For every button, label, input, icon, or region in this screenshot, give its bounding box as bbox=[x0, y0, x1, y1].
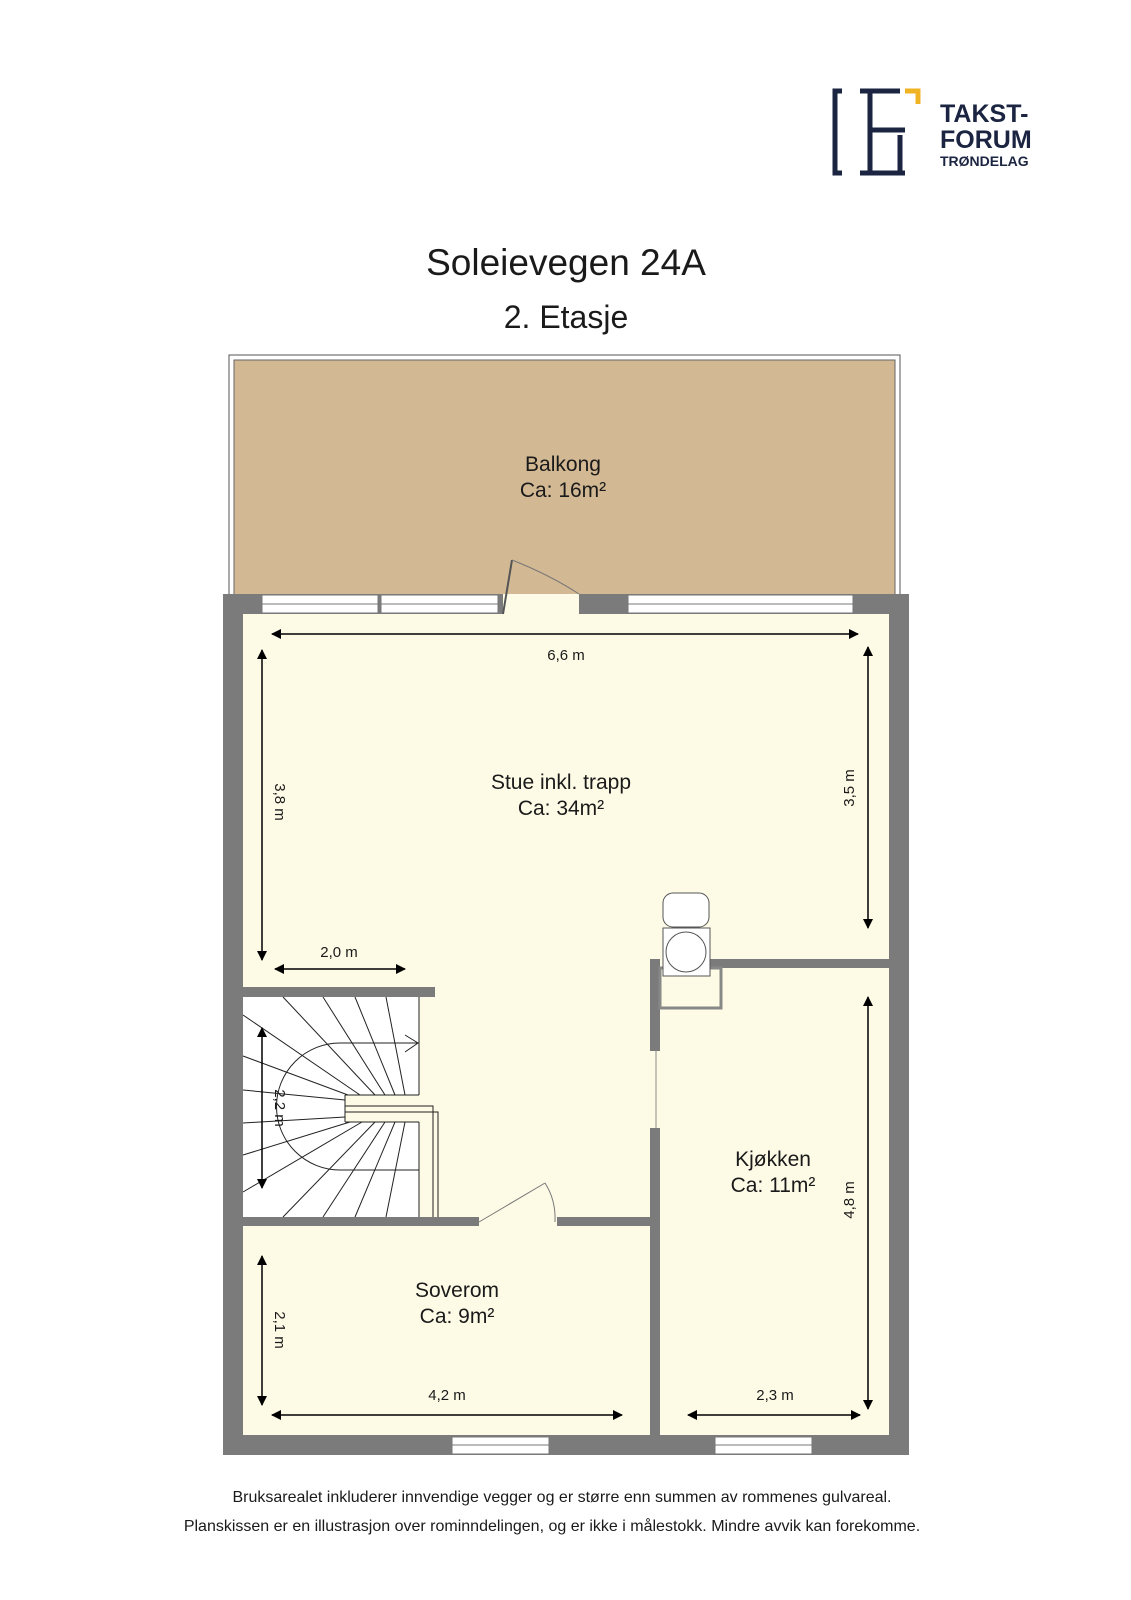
dim-kjokken-height: 4,8 m bbox=[841, 1181, 858, 1219]
footer-note-2: Planskissen er en illustrasjon over romi… bbox=[184, 1517, 920, 1535]
logo-accent-icon bbox=[905, 88, 921, 104]
staircase bbox=[242, 996, 439, 1218]
bedroom-door[interactable] bbox=[478, 1182, 556, 1223]
room-stue-area: Ca: 34m² bbox=[518, 797, 604, 820]
room-kjokken-name: Kjøkken bbox=[735, 1148, 811, 1171]
washing-machine-icon bbox=[662, 892, 711, 977]
logo-line2: FORUM bbox=[940, 126, 1032, 154]
interior-walls bbox=[243, 959, 890, 1435]
dim-stue-width: 6,6 m bbox=[547, 647, 585, 664]
room-balkong-area: Ca: 16m² bbox=[520, 479, 606, 502]
logo-mark-icon bbox=[832, 88, 905, 176]
room-kjokken-area: Ca: 11m² bbox=[731, 1174, 816, 1197]
balcony-door[interactable] bbox=[502, 559, 580, 615]
dim-stair-landing-width: 2,0 m bbox=[320, 944, 358, 961]
room-stue-name: Stue inkl. trapp bbox=[491, 771, 631, 794]
floor-label: 2. Etasje bbox=[504, 299, 629, 335]
dim-stue-left-height: 3,8 m bbox=[271, 783, 288, 821]
dim-stue-right-height: 3,5 m bbox=[841, 769, 858, 807]
dimension-lines bbox=[257, 629, 873, 1420]
dim-soverom-height: 2,1 m bbox=[271, 1311, 288, 1349]
logo-line3: TRØNDELAG bbox=[940, 153, 1029, 169]
balcony bbox=[228, 354, 901, 596]
footer-note-1: Bruksarealet inkluderer innvendige vegge… bbox=[233, 1489, 892, 1506]
room-balkong-name: Balkong bbox=[525, 453, 601, 476]
company-logo: TAKST- FORUM TRØNDELAG bbox=[832, 88, 1032, 176]
windows-top bbox=[261, 594, 854, 614]
dim-stair-height: 2,2 m bbox=[271, 1089, 288, 1127]
dim-soverom-width: 4,2 m bbox=[428, 1387, 466, 1404]
room-soverom-area: Ca: 9m² bbox=[420, 1305, 495, 1328]
windows-bottom bbox=[451, 1436, 813, 1455]
dim-kjokken-width: 2,3 m bbox=[756, 1387, 794, 1404]
page-title: Soleievegen 24A bbox=[426, 242, 706, 283]
logo-line1: TAKST- bbox=[940, 100, 1028, 128]
room-soverom-name: Soverom bbox=[415, 1279, 499, 1302]
